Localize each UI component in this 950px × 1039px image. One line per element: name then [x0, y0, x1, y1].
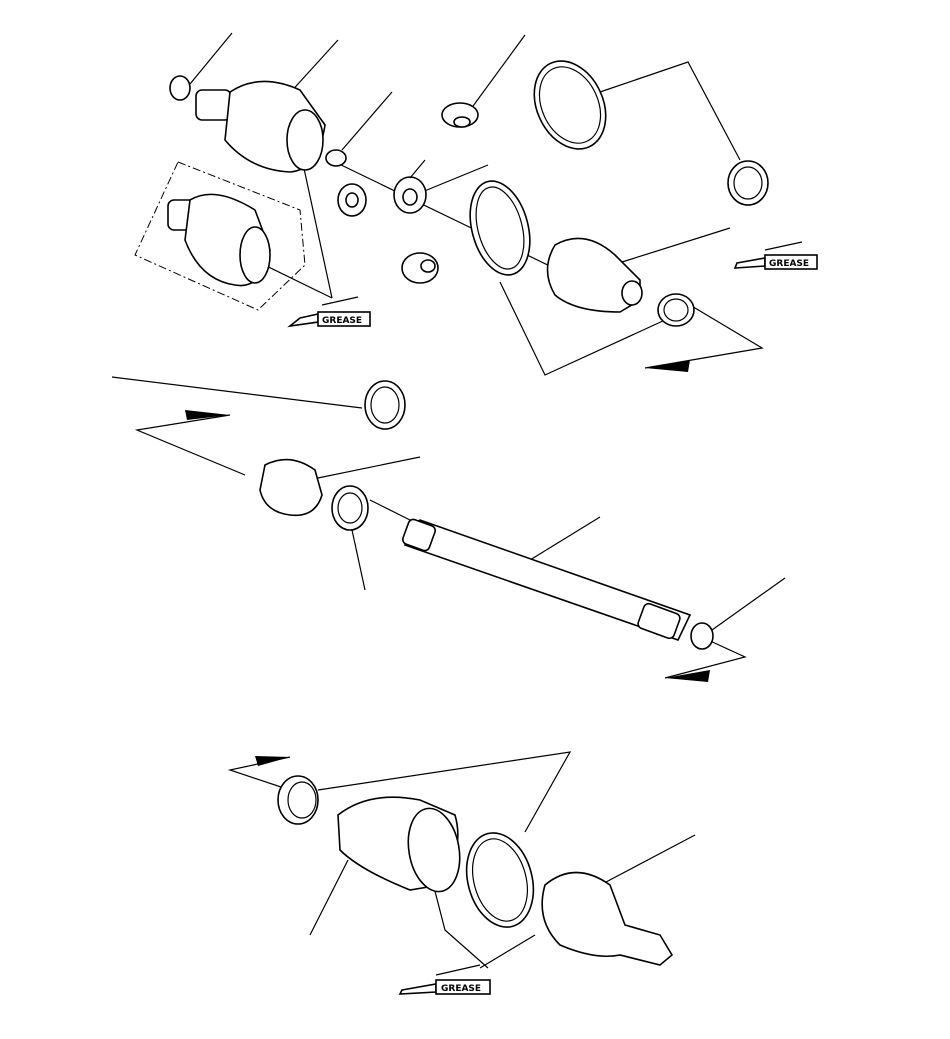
dynamic-damper-boot [259, 458, 323, 517]
inboard-boot [546, 237, 643, 313]
arrow-4 [255, 756, 290, 766]
boot-band-2 [469, 180, 531, 276]
roller-bearing-1 [337, 183, 367, 217]
outboard-joint [541, 871, 674, 966]
boot-band-small-3 [277, 775, 319, 825]
grease-label: GREASE [769, 259, 809, 269]
grease-label: GREASE [441, 984, 481, 994]
alternate-outer-race-dashed-box [134, 161, 306, 311]
boot-band-large-1 [533, 60, 607, 150]
arrow-1 [645, 360, 690, 372]
circlip-3 [690, 622, 714, 650]
roller-bearing-3 [401, 252, 439, 284]
boot-band-small-1 [657, 293, 695, 327]
spider-tripod [393, 159, 427, 214]
arrow-2 [185, 410, 230, 420]
boot-band-large-2 [465, 832, 535, 928]
outboard-boot [337, 796, 461, 893]
boot-band-small-2 [331, 485, 369, 531]
grease-label: GREASE [322, 316, 362, 326]
grease-tube-2: GREASE [733, 241, 818, 270]
grease-tube-3: GREASE [398, 964, 491, 995]
roller-bearing-2 [441, 102, 479, 128]
circlip-1 [169, 75, 191, 101]
inboard-joint-outer-race [195, 80, 326, 173]
circlip-2 [325, 149, 347, 167]
boot-band-clip-2 [364, 380, 406, 430]
arrow-3 [665, 670, 710, 682]
direction-arrows [185, 360, 710, 766]
boot-band-clip-1 [727, 160, 769, 206]
driveshaft [402, 518, 692, 641]
grease-tube-1: GREASE [287, 296, 371, 328]
